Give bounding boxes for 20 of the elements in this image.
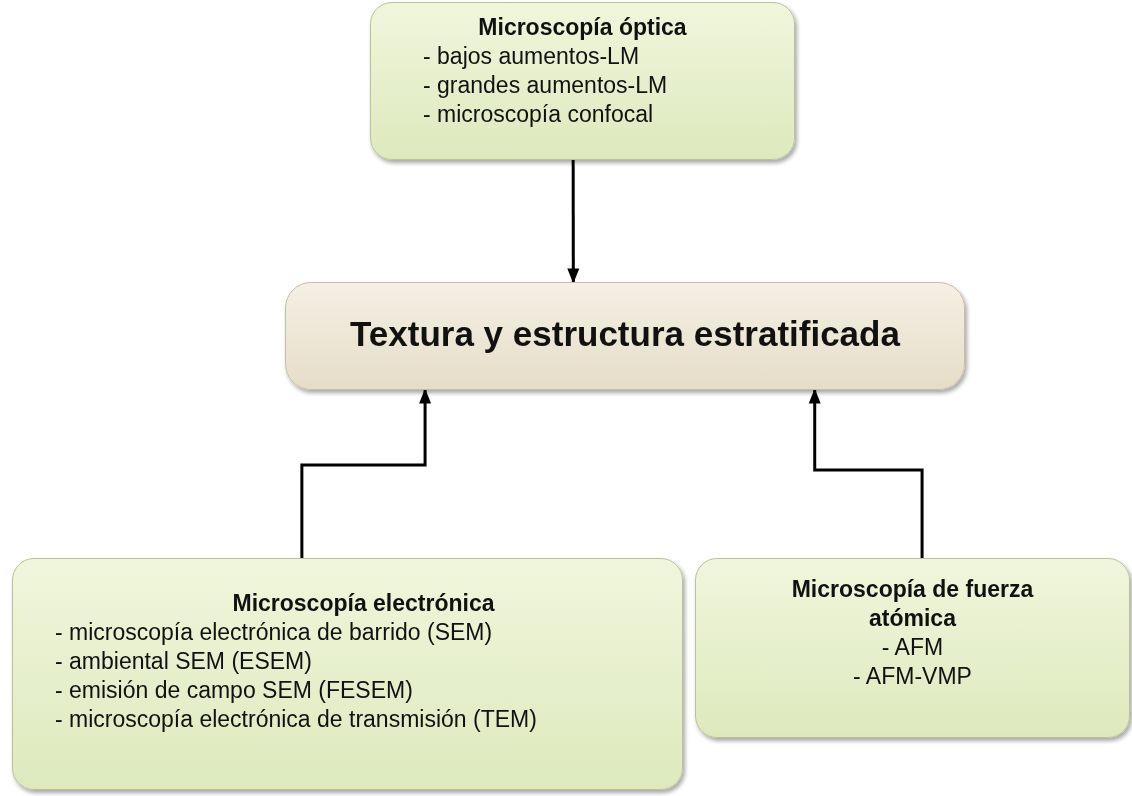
method-item: - microscopía confocal (423, 100, 655, 129)
method-item: - AFM-VMP (852, 662, 973, 691)
method-item: - emisión de campo SEM (FESEM) (55, 676, 414, 705)
method-item: - microscopía electrónica de transmisión (TEM) (55, 705, 538, 734)
arrow (567, 160, 580, 284)
method-box (12, 558, 683, 790)
arrow (300, 388, 432, 558)
method-heading: Microscopía óptica (477, 13, 688, 42)
method-item: - bajos aumentos-LM (423, 42, 641, 71)
method-heading: Microscopía electrónica (231, 589, 496, 618)
topic-title: Textura y estructura estratificada (349, 313, 902, 355)
method-box (695, 558, 1130, 738)
method-item: - grandes aumentos-LM (423, 71, 669, 100)
topic-box (285, 282, 965, 390)
arrow (808, 388, 924, 558)
method-heading: Microscopía de fuerza atómica (790, 575, 1035, 633)
method-item: - AFM (880, 633, 945, 662)
method-item: - microscopía electrónica de barrido (SEM) (55, 618, 494, 647)
method-item: - ambiental SEM (ESEM) (55, 647, 313, 676)
method-box (370, 2, 795, 160)
